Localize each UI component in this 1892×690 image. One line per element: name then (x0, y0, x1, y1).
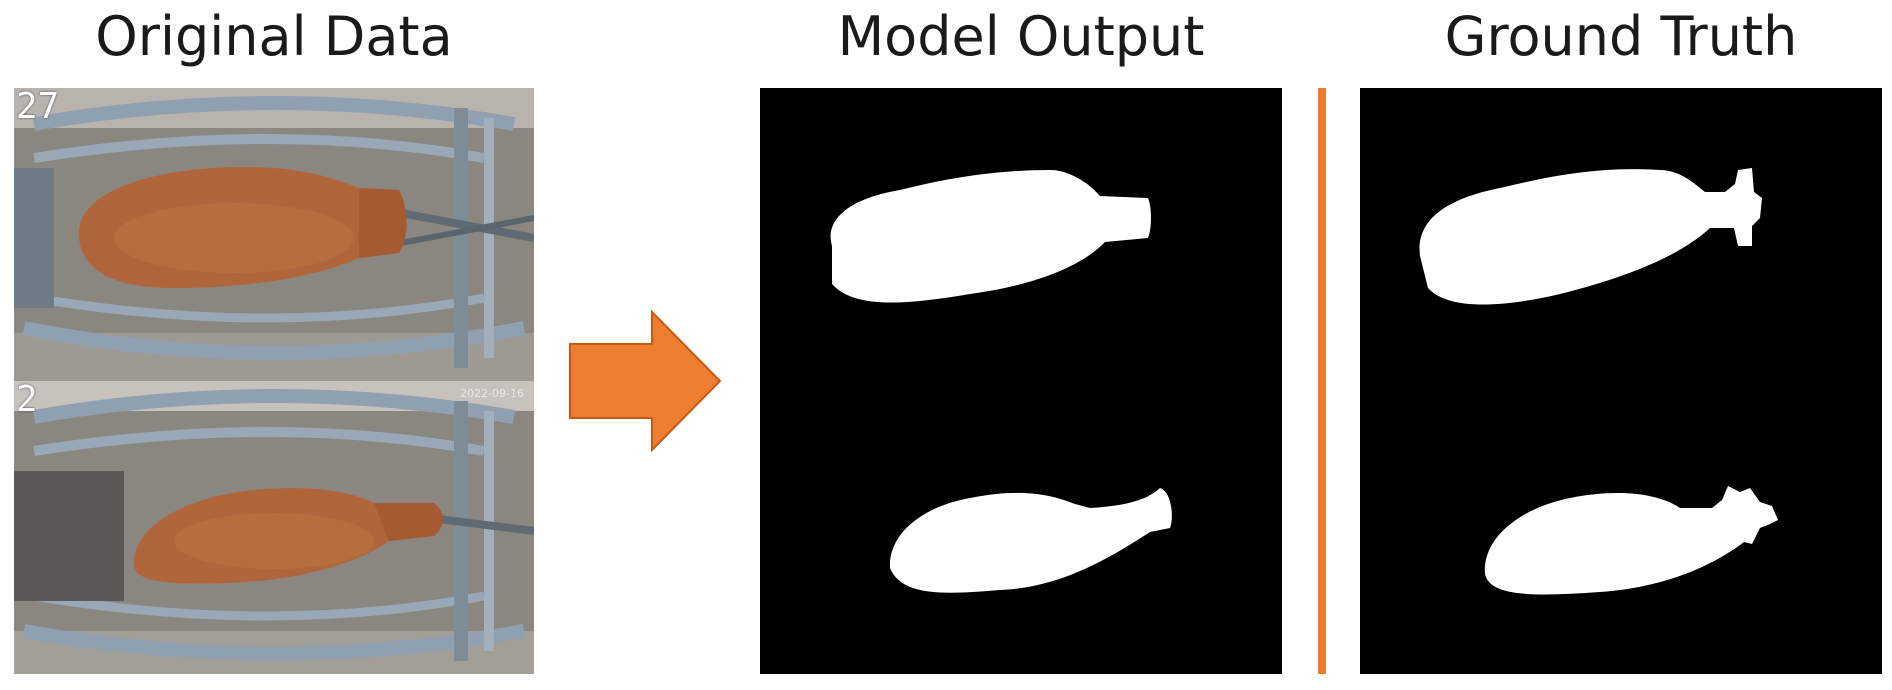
original-frame-bottom: 2 2022-09-16 (14, 381, 534, 674)
model-output-mask (760, 88, 1282, 674)
predicted-mask-bottom (889, 488, 1172, 593)
predicted-mask-top (830, 170, 1151, 303)
original-data-title: Original Data (95, 5, 453, 68)
ground-truth-title: Ground Truth (1444, 5, 1798, 68)
right-arrow-icon (568, 310, 722, 452)
frame-number-top: 27 (16, 88, 60, 127)
panel-divider (1318, 88, 1326, 674)
original-data-image: 27 2 2022-09-16 (14, 88, 534, 674)
timestamp-overlay: 2022-09-16 (460, 387, 524, 400)
model-output-title: Model Output (837, 5, 1205, 68)
original-frame-top: 27 (14, 88, 534, 381)
ground-truth-mask-bottom (1484, 486, 1778, 595)
frame-number-bottom: 2 (16, 379, 38, 420)
ground-truth-mask (1360, 88, 1882, 674)
ground-truth-mask-top (1419, 168, 1762, 305)
